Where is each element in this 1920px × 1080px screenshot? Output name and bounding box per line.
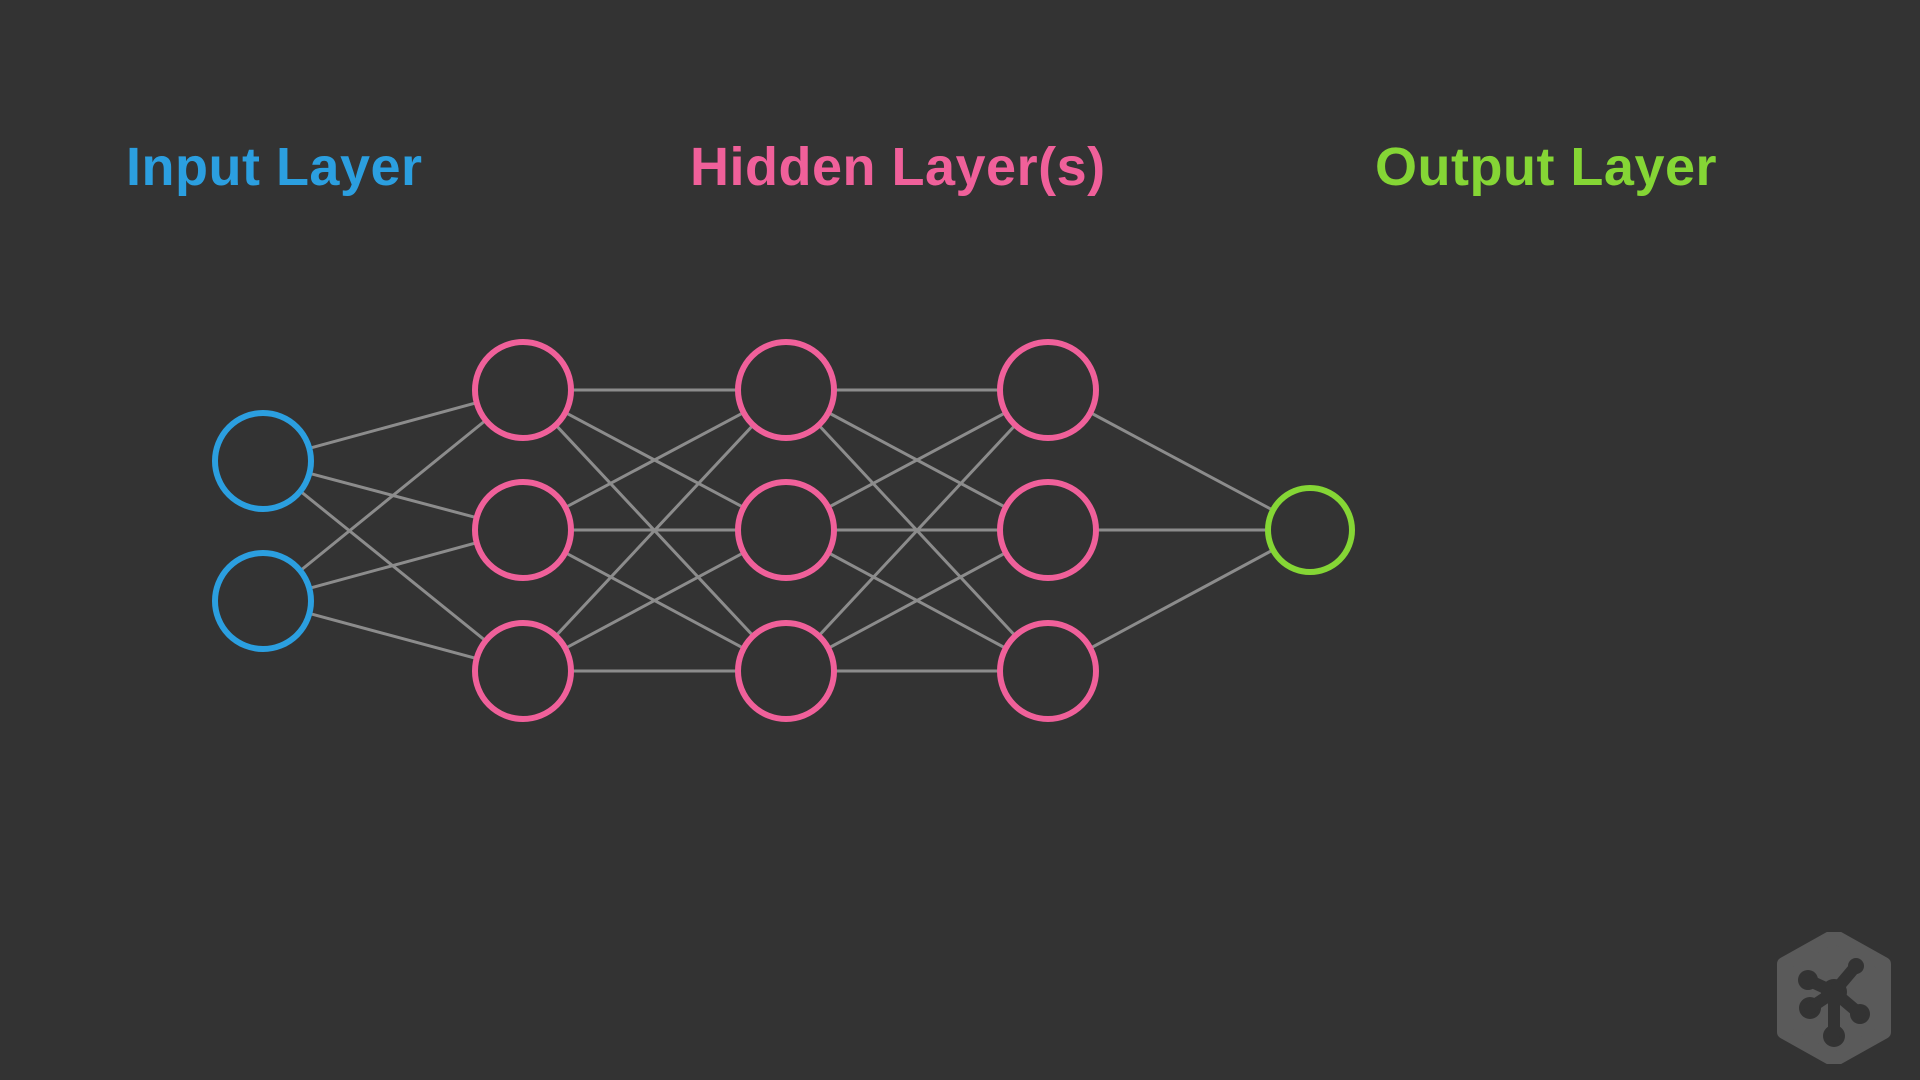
node-group [212,339,1355,722]
connection-edge [1089,411,1274,512]
neuron-node-hidden-1-3[interactable] [472,620,574,722]
neuron-node-hidden-1-1[interactable] [472,339,574,441]
neuron-node-hidden-2-3[interactable] [735,620,837,722]
neuron-node-input-1[interactable] [212,410,314,512]
connection-edge [308,541,478,590]
neuron-node-hidden-1-2[interactable] [472,479,574,581]
neuron-node-hidden-3-1[interactable] [997,339,1099,441]
hexagon-icon [1777,932,1891,1064]
connection-edge [308,401,478,450]
neuron-node-hidden-3-2[interactable] [997,479,1099,581]
edge-group [299,388,1274,673]
connection-edge [817,424,1017,637]
brand-watermark-logo [1777,932,1891,1064]
connection-edge [299,419,487,572]
connection-edge [308,612,478,660]
neuron-node-output-1[interactable] [1265,485,1355,575]
connection-edge [564,551,745,650]
connection-edge [564,411,745,509]
hidden-layer-label: Hidden Layer(s) [690,137,1106,197]
neuron-node-hidden-3-3[interactable] [997,620,1099,722]
neuron-node-hidden-2-1[interactable] [735,339,837,441]
input-layer-label: Input Layer [126,137,423,197]
connection-edge [554,424,755,637]
connection-edge [1089,548,1274,650]
neuron-node-input-2[interactable] [212,550,314,652]
neuron-splat-icon [1798,958,1870,1047]
output-layer-label: Output Layer [1375,137,1718,197]
connection-edge [827,411,1007,509]
neuron-node-hidden-2-2[interactable] [735,479,837,581]
connection-edge [827,551,1007,650]
